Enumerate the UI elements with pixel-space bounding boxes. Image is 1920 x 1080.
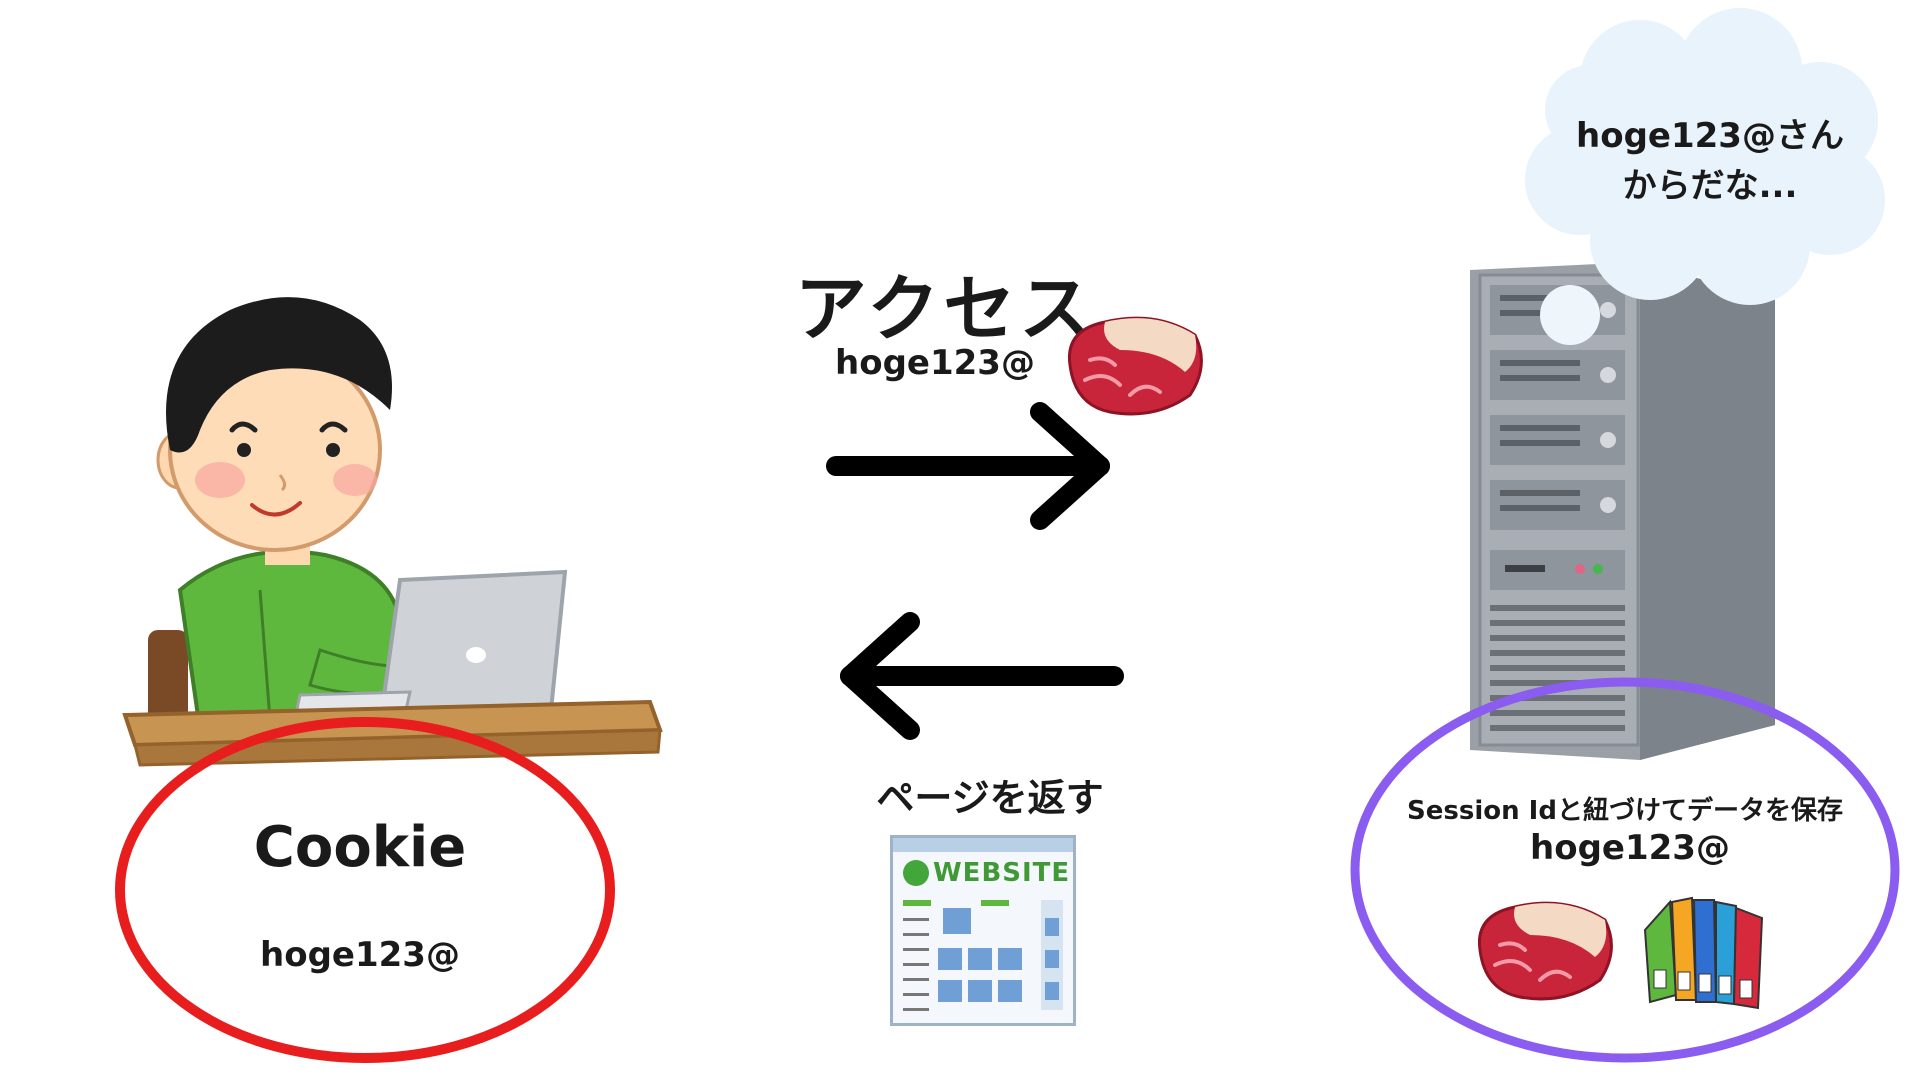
session-caption: Session Idと紐づけてデータを保存 — [1407, 796, 1843, 826]
thought-line-2: からだな... — [1622, 166, 1798, 206]
user-with-laptop-illustration — [122, 297, 663, 767]
thought-line-1: hoge123@さん — [1576, 116, 1844, 156]
thought-bubble — [1525, 8, 1885, 345]
binders-icon — [1643, 896, 1764, 1010]
website-page-icon: WEBSITE — [890, 835, 1076, 1026]
cookie-title: Cookie — [253, 815, 467, 880]
meat-icon — [1067, 316, 1203, 416]
request-cookie-value: hoge123@ — [835, 343, 1035, 383]
website-logo-text: WEBSITE — [933, 858, 1071, 888]
request-label: アクセス — [794, 267, 1096, 351]
left-arrow-icon — [840, 612, 1124, 740]
meat-icon — [1477, 901, 1613, 1001]
response-label: ページを返す — [876, 776, 1104, 820]
right-arrow-icon — [826, 402, 1110, 530]
cookie-value: hoge123@ — [260, 935, 460, 975]
cookie-storage-ring — [115, 717, 615, 1063]
server-illustration — [1470, 262, 1775, 760]
session-storage-ring — [1350, 677, 1900, 1063]
session-value: hoge123@ — [1530, 828, 1730, 868]
